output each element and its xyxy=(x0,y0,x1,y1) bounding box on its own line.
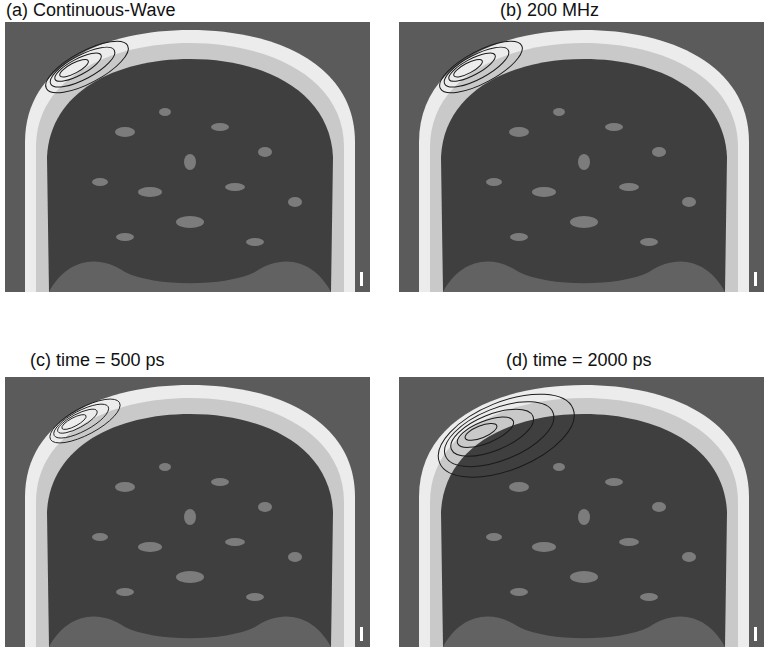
panel-c xyxy=(5,377,370,647)
panel-b xyxy=(399,22,764,292)
panel-d xyxy=(399,377,764,647)
panel-a xyxy=(5,22,370,292)
panel-label: (a) Continuous-Wave xyxy=(4,0,177,21)
panel-label: (c) time = 500 ps xyxy=(28,350,167,371)
panel-label: (b) 200 MHz xyxy=(498,0,601,21)
panel-label: (d) time = 2000 ps xyxy=(504,350,654,371)
